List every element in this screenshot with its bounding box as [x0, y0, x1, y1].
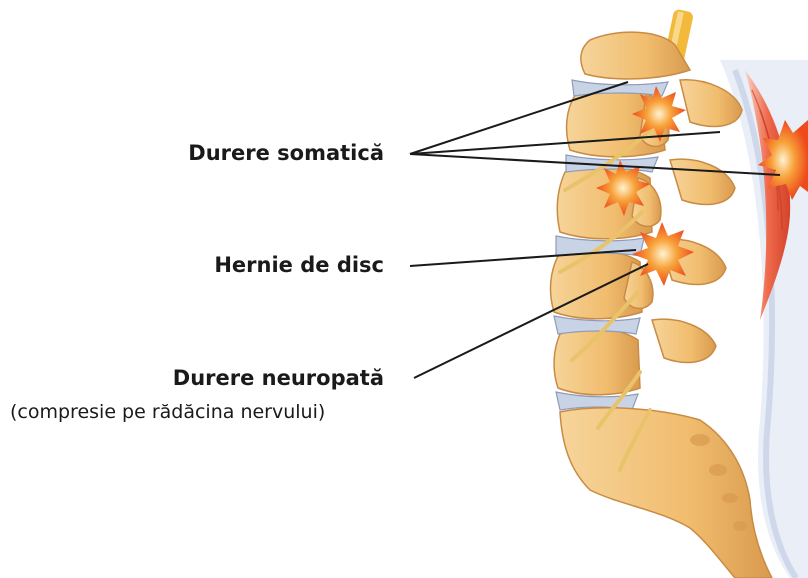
neuropathic-pain-note: (compresie pe rădăcina nervului) [10, 401, 325, 423]
somatic-pain-label: Durere somatică [188, 141, 384, 165]
disc-herniation-label: Hernie de disc [214, 253, 384, 277]
leader-somatic-2 [410, 132, 720, 154]
sacrum [560, 408, 772, 578]
neuropathic-pain-label: Durere neuropată [173, 366, 384, 390]
spinous-processes [624, 80, 742, 363]
